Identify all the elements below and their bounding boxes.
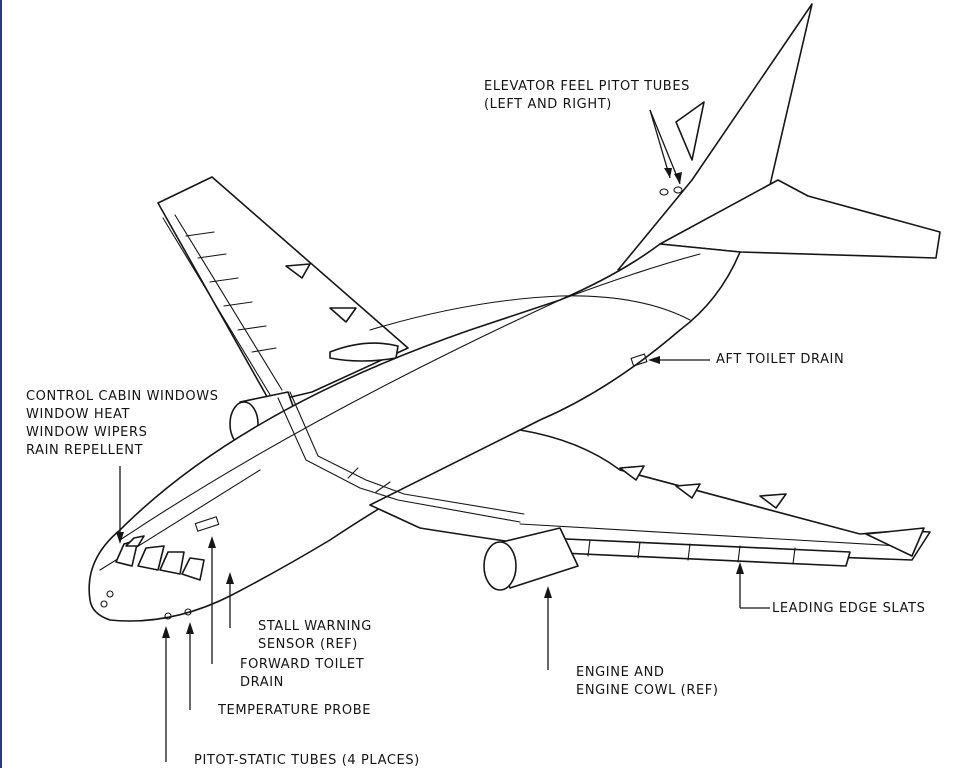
pitot-static-line1: PITOT-STATIC TUBES (4 PLACES) [194,753,420,768]
right-wing [369,429,931,567]
aft-toilet-drain-label: AFT TOILET DRAIN [716,351,844,369]
cabin-windows-line1: CONTROL CABIN WINDOWS [26,389,219,404]
cockpit-windows [115,535,205,581]
stall-warning-label: STALL WARNING SENSOR (REF) [258,618,372,654]
ducting-lines [277,391,525,523]
cabin-windows-line3: WINDOW WIPERS [26,425,148,440]
engine-cowl-line2: ENGINE COWL (REF) [576,683,719,698]
engine-cowl-label: ENGINE AND ENGINE COWL (REF) [576,664,719,700]
cabin-windows-line2: WINDOW HEAT [26,407,131,422]
left-edge-border [0,0,2,768]
aft-toilet-line1: AFT TOILET DRAIN [716,352,845,367]
leading-edge-line1: LEADING EDGE SLATS [772,601,926,616]
forward-toilet-line2: DRAIN [240,675,284,690]
elevator-feel-pitot-label: ELEVATOR FEEL PITOT TUBES (LEFT AND RIGH… [484,78,690,114]
fuselage [88,243,741,622]
fixtures [100,186,683,620]
stall-warning-line1: STALL WARNING [258,619,372,634]
right-engine [483,527,579,591]
temperature-probe-label: TEMPERATURE PROBE [218,702,371,720]
leader-lines [116,109,770,762]
forward-toilet-drain-label: FORWARD TOILET DRAIN [240,656,364,692]
pitot-static-tubes-label: PITOT-STATIC TUBES (4 PLACES) [194,752,420,768]
forward-toilet-line1: FORWARD TOILET [240,657,365,672]
temperature-probe-line1: TEMPERATURE PROBE [218,703,372,718]
stall-warning-line2: SENSOR (REF) [258,637,358,652]
engine-cowl-line1: ENGINE AND [576,665,665,680]
control-cabin-windows-label: CONTROL CABIN WINDOWS WINDOW HEAT WINDOW… [26,388,219,460]
leading-edge-slats-label: LEADING EDGE SLATS [772,600,925,618]
cabin-windows-line4: RAIN REPELLENT [26,443,144,458]
elevator-feel-line1: ELEVATOR FEEL PITOT TUBES [484,79,690,94]
elevator-feel-line2: (LEFT AND RIGHT) [484,97,612,112]
